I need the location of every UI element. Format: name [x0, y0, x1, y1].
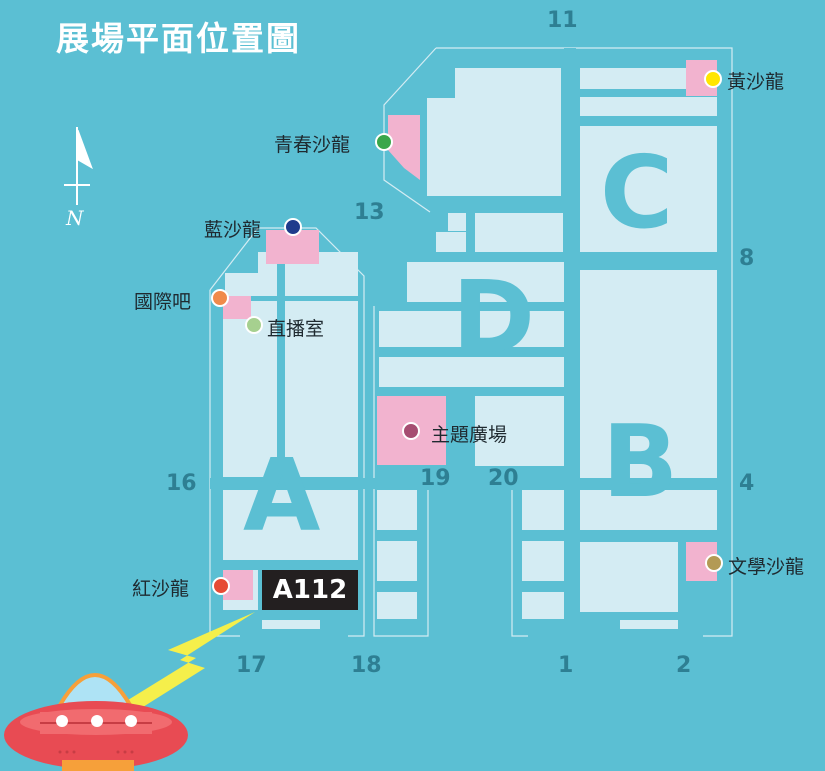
hall-d — [379, 213, 566, 466]
studio-dot — [245, 316, 263, 334]
salon-markers — [211, 70, 723, 595]
gate-17: 17 — [236, 653, 267, 678]
youth-salon-dot — [375, 133, 393, 151]
hall-a-label: A — [243, 437, 321, 554]
gate-1: 1 — [558, 653, 574, 678]
ufo-icon — [4, 673, 188, 771]
gate-8: 8 — [739, 246, 755, 271]
bar-dot — [211, 289, 229, 307]
gate-19: 19 — [420, 466, 451, 491]
hall-b — [522, 270, 717, 629]
hall-d-label: D — [452, 259, 536, 376]
hall-c — [427, 68, 717, 252]
map-title: 展場平面位置圖 — [56, 19, 301, 58]
red-salon-label: 紅沙龍 — [132, 578, 190, 600]
blue-salon-dot — [284, 218, 302, 236]
lightning-bolt-icon — [120, 612, 255, 712]
hall-c-label: C — [600, 134, 674, 251]
red-salon-dot — [212, 577, 230, 595]
hall-b-label: B — [602, 403, 679, 520]
north-arrow-icon — [64, 127, 93, 205]
live-studio-label: 直播室 — [267, 318, 325, 340]
yellow-salon-label: 黃沙龍 — [727, 71, 785, 93]
gate-11: 11 — [547, 8, 578, 33]
gate-20: 20 — [488, 466, 519, 491]
north-label: N — [66, 206, 84, 230]
blue-salon-label: 藍沙龍 — [204, 219, 262, 241]
gate-16: 16 — [166, 471, 197, 496]
gate-4: 4 — [739, 471, 755, 496]
gate-18: 18 — [351, 653, 382, 678]
youth-salon-label: 青春沙龍 — [274, 134, 351, 156]
international-bar-label: 國際吧 — [134, 291, 192, 313]
gate-2: 2 — [676, 653, 692, 678]
literature-salon-label: 文學沙龍 — [728, 556, 805, 578]
gate-13: 13 — [354, 200, 385, 225]
booth-a112-tag: A112 — [262, 570, 358, 610]
corridors — [210, 48, 730, 638]
hall-a — [223, 252, 417, 629]
theme-plaza-label: 主題廣場 — [431, 424, 508, 446]
literature-salon-dot — [705, 554, 723, 572]
yellow-salon-dot — [704, 70, 722, 88]
plaza-dot — [402, 422, 420, 440]
